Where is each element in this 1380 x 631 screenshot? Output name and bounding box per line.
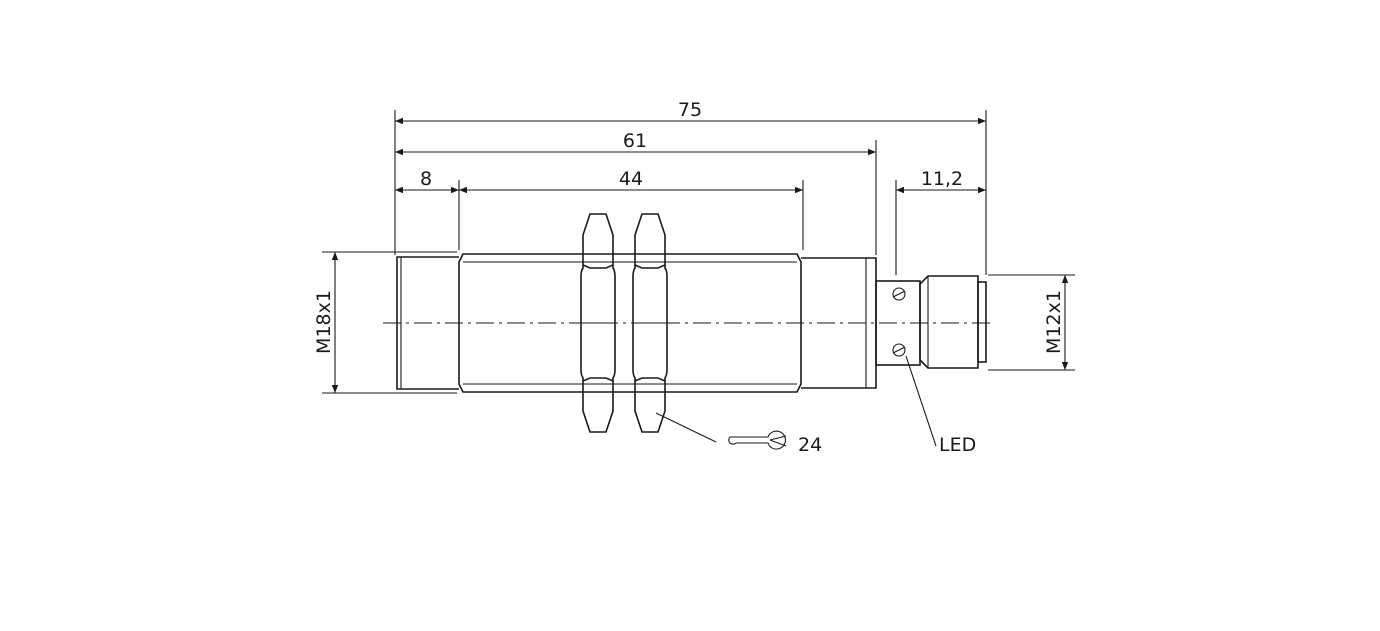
led-label: LED xyxy=(939,434,976,456)
threaded-barrel xyxy=(458,253,802,393)
dim-connector-length: 11,2 xyxy=(896,168,986,194)
connector-end xyxy=(977,281,987,363)
dim-connector-thread: M12x1 xyxy=(1043,275,1069,370)
dim-front-length: 8 xyxy=(395,168,459,194)
connector-length-label: 11,2 xyxy=(921,168,963,190)
wrench-icon xyxy=(728,430,787,450)
overall-length-label: 75 xyxy=(678,99,702,121)
dim-thread-length: 44 xyxy=(459,168,803,194)
led-callout: LED xyxy=(905,355,976,456)
wrench-callout: 24 xyxy=(655,412,822,456)
wrench-size-label: 24 xyxy=(798,434,822,456)
m12-connector xyxy=(919,275,979,369)
thread-length-label: 44 xyxy=(619,168,643,190)
dim-main-thread: M18x1 xyxy=(313,252,339,393)
dim-body-length: 61 xyxy=(395,130,876,156)
dim-overall-length: 75 xyxy=(395,99,986,125)
body-length-label: 61 xyxy=(623,130,647,152)
front-length-label: 8 xyxy=(420,168,432,190)
led-indicator-top xyxy=(892,287,906,301)
connector-thread-label: M12x1 xyxy=(1043,290,1065,354)
led-indicator-bottom xyxy=(892,343,906,357)
main-thread-label: M18x1 xyxy=(313,290,335,354)
extension-lines xyxy=(322,110,1075,394)
